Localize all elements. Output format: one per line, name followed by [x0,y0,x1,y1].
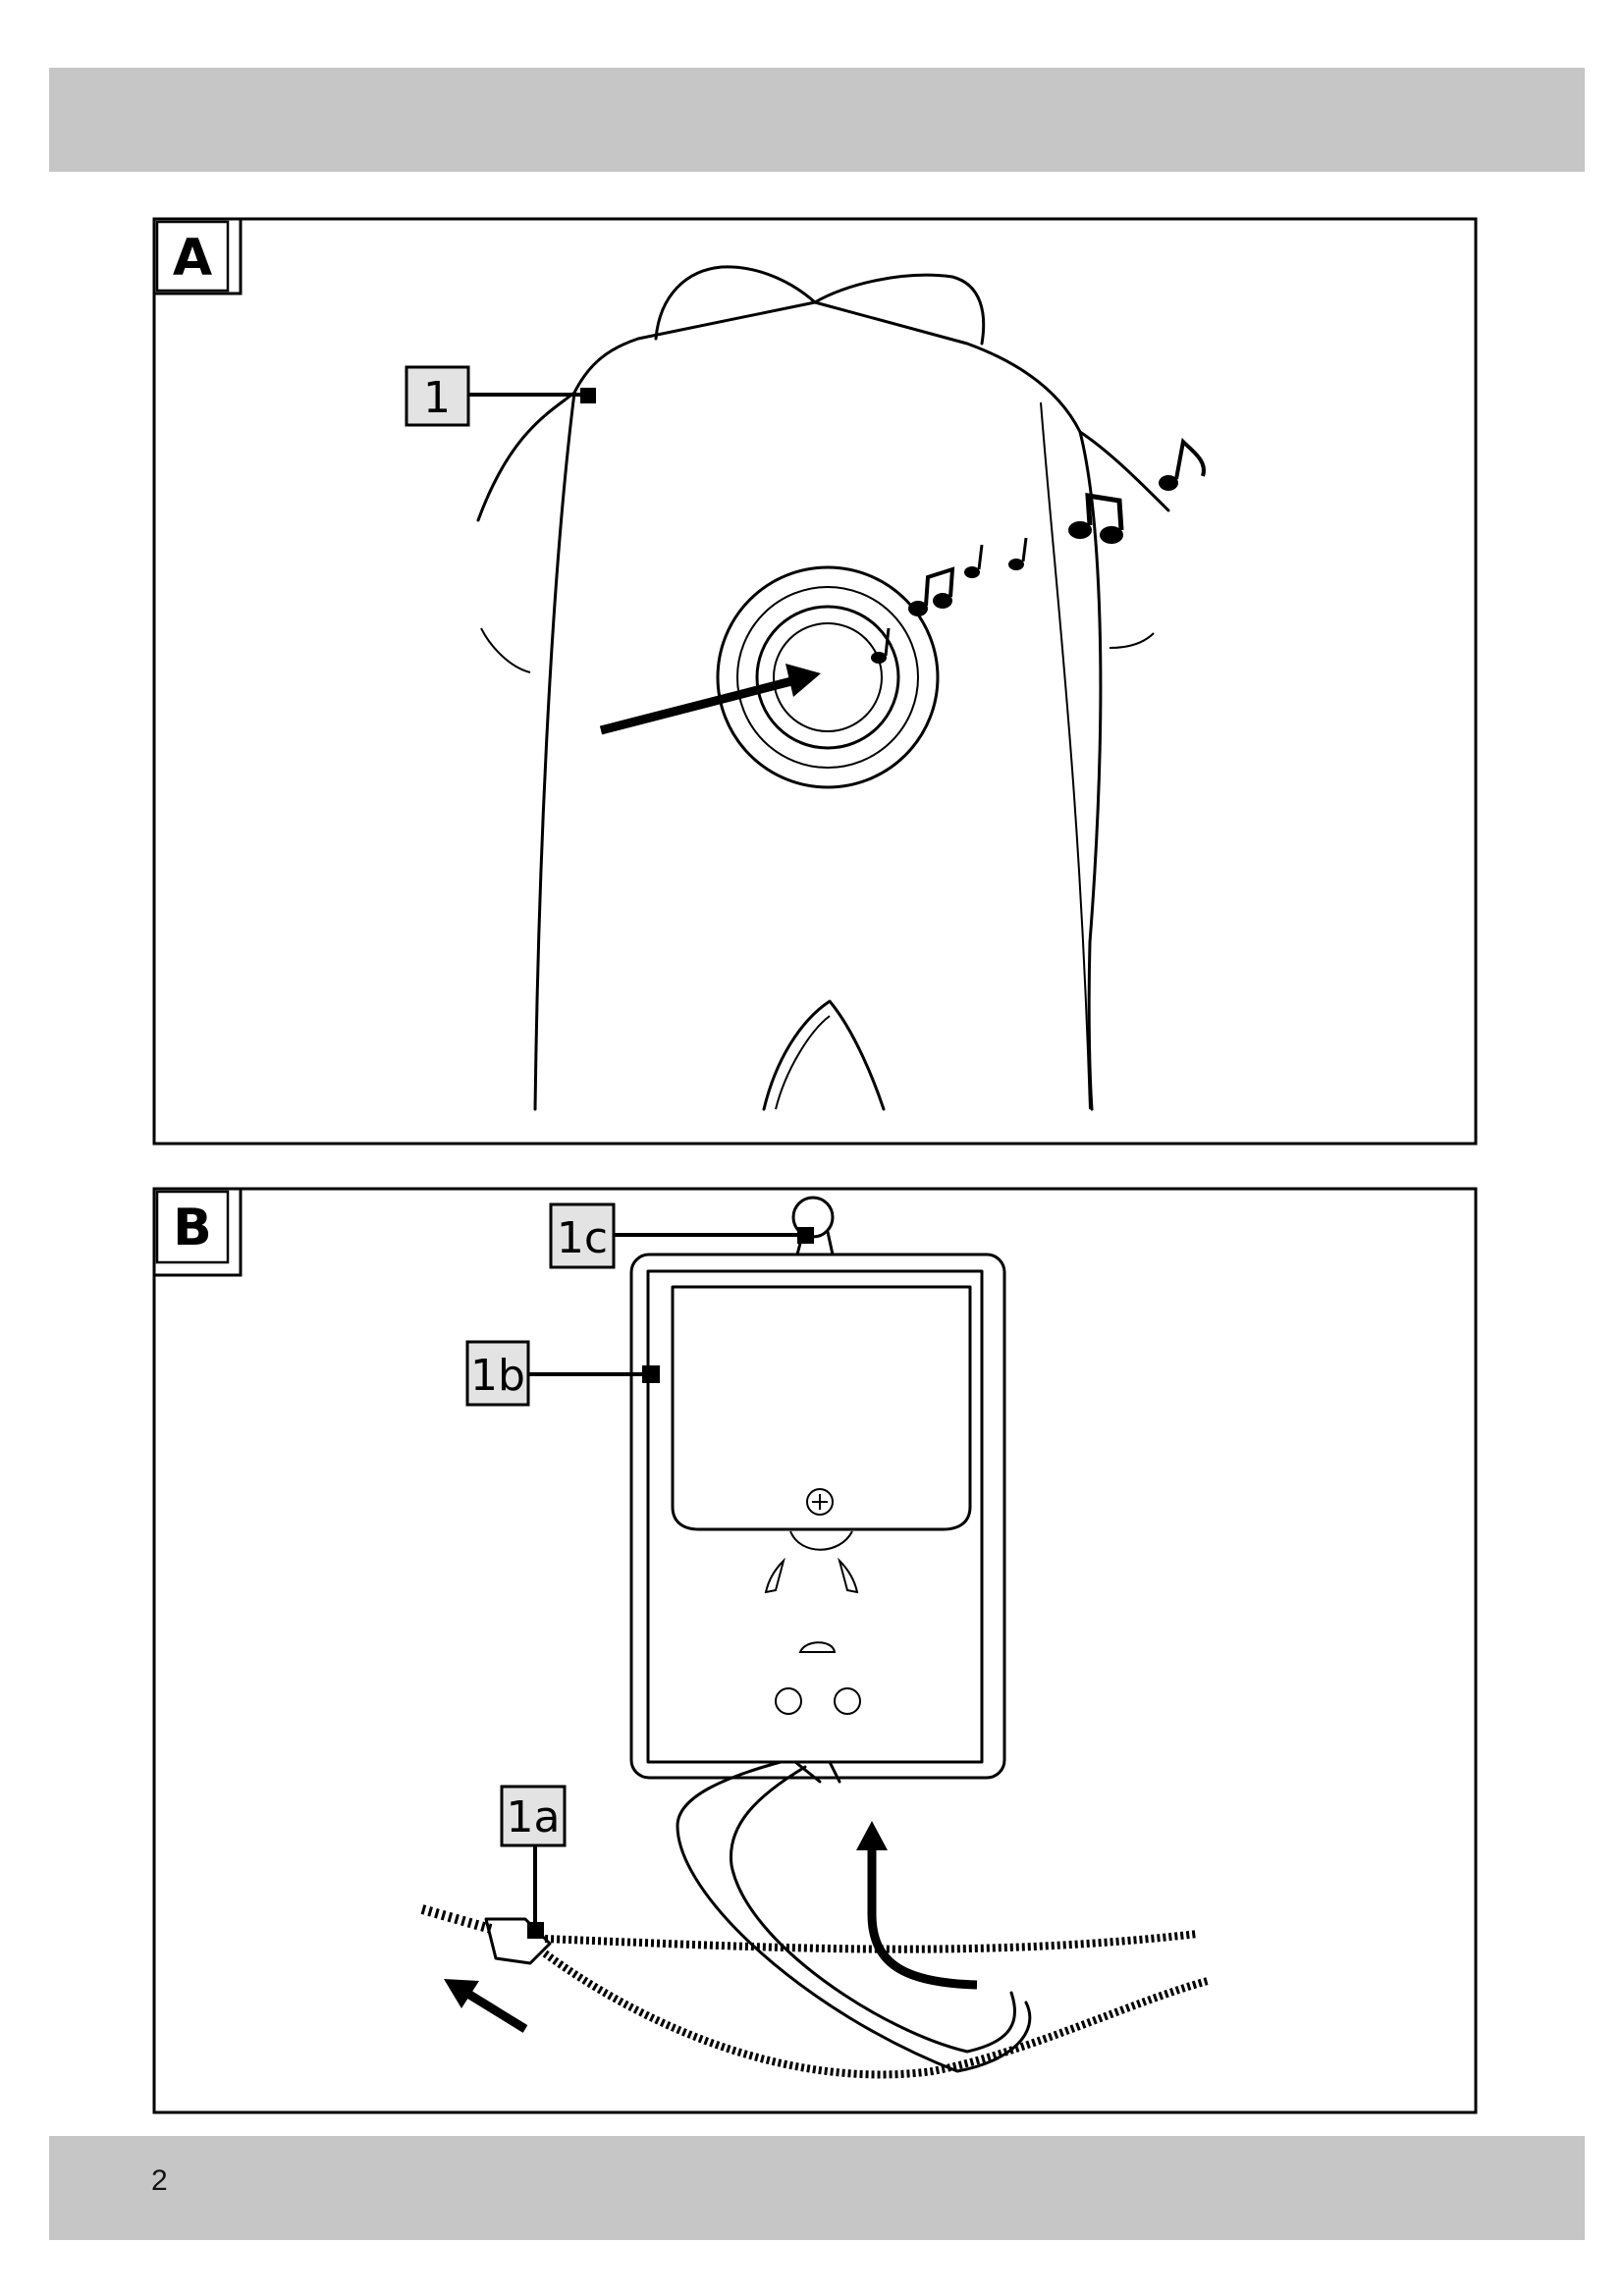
callout-1-label: 1 [423,373,451,423]
torso-drawing [476,265,1170,1111]
header-bar [49,68,1585,172]
music-notes-icon [871,437,1206,664]
arrow-up-icon [856,1821,978,1990]
device-pouch [629,1196,1006,1780]
lanyard-strap [676,1760,1032,2073]
callout-1c-label: 1c [557,1213,608,1263]
arrow-icon [599,664,821,735]
callout-1a: 1a [500,1785,567,1939]
callout-1b: 1b [465,1340,660,1407]
arrow-left-icon [444,1979,528,2033]
callout-1a-label: 1a [507,1792,561,1842]
figure-b-label: B [173,1199,212,1257]
callout-1b-label: 1b [470,1351,525,1401]
page-number: 2 [151,2164,168,2197]
speaker-circles [716,565,940,789]
figure-a-label: A [173,229,212,288]
callout-1c: 1c [549,1202,814,1269]
figure-a-panel: A [152,217,1478,1146]
figure-b-panel: B [152,1187,1478,2114]
callout-1: 1 [405,365,596,427]
footer-bar [49,2136,1585,2240]
